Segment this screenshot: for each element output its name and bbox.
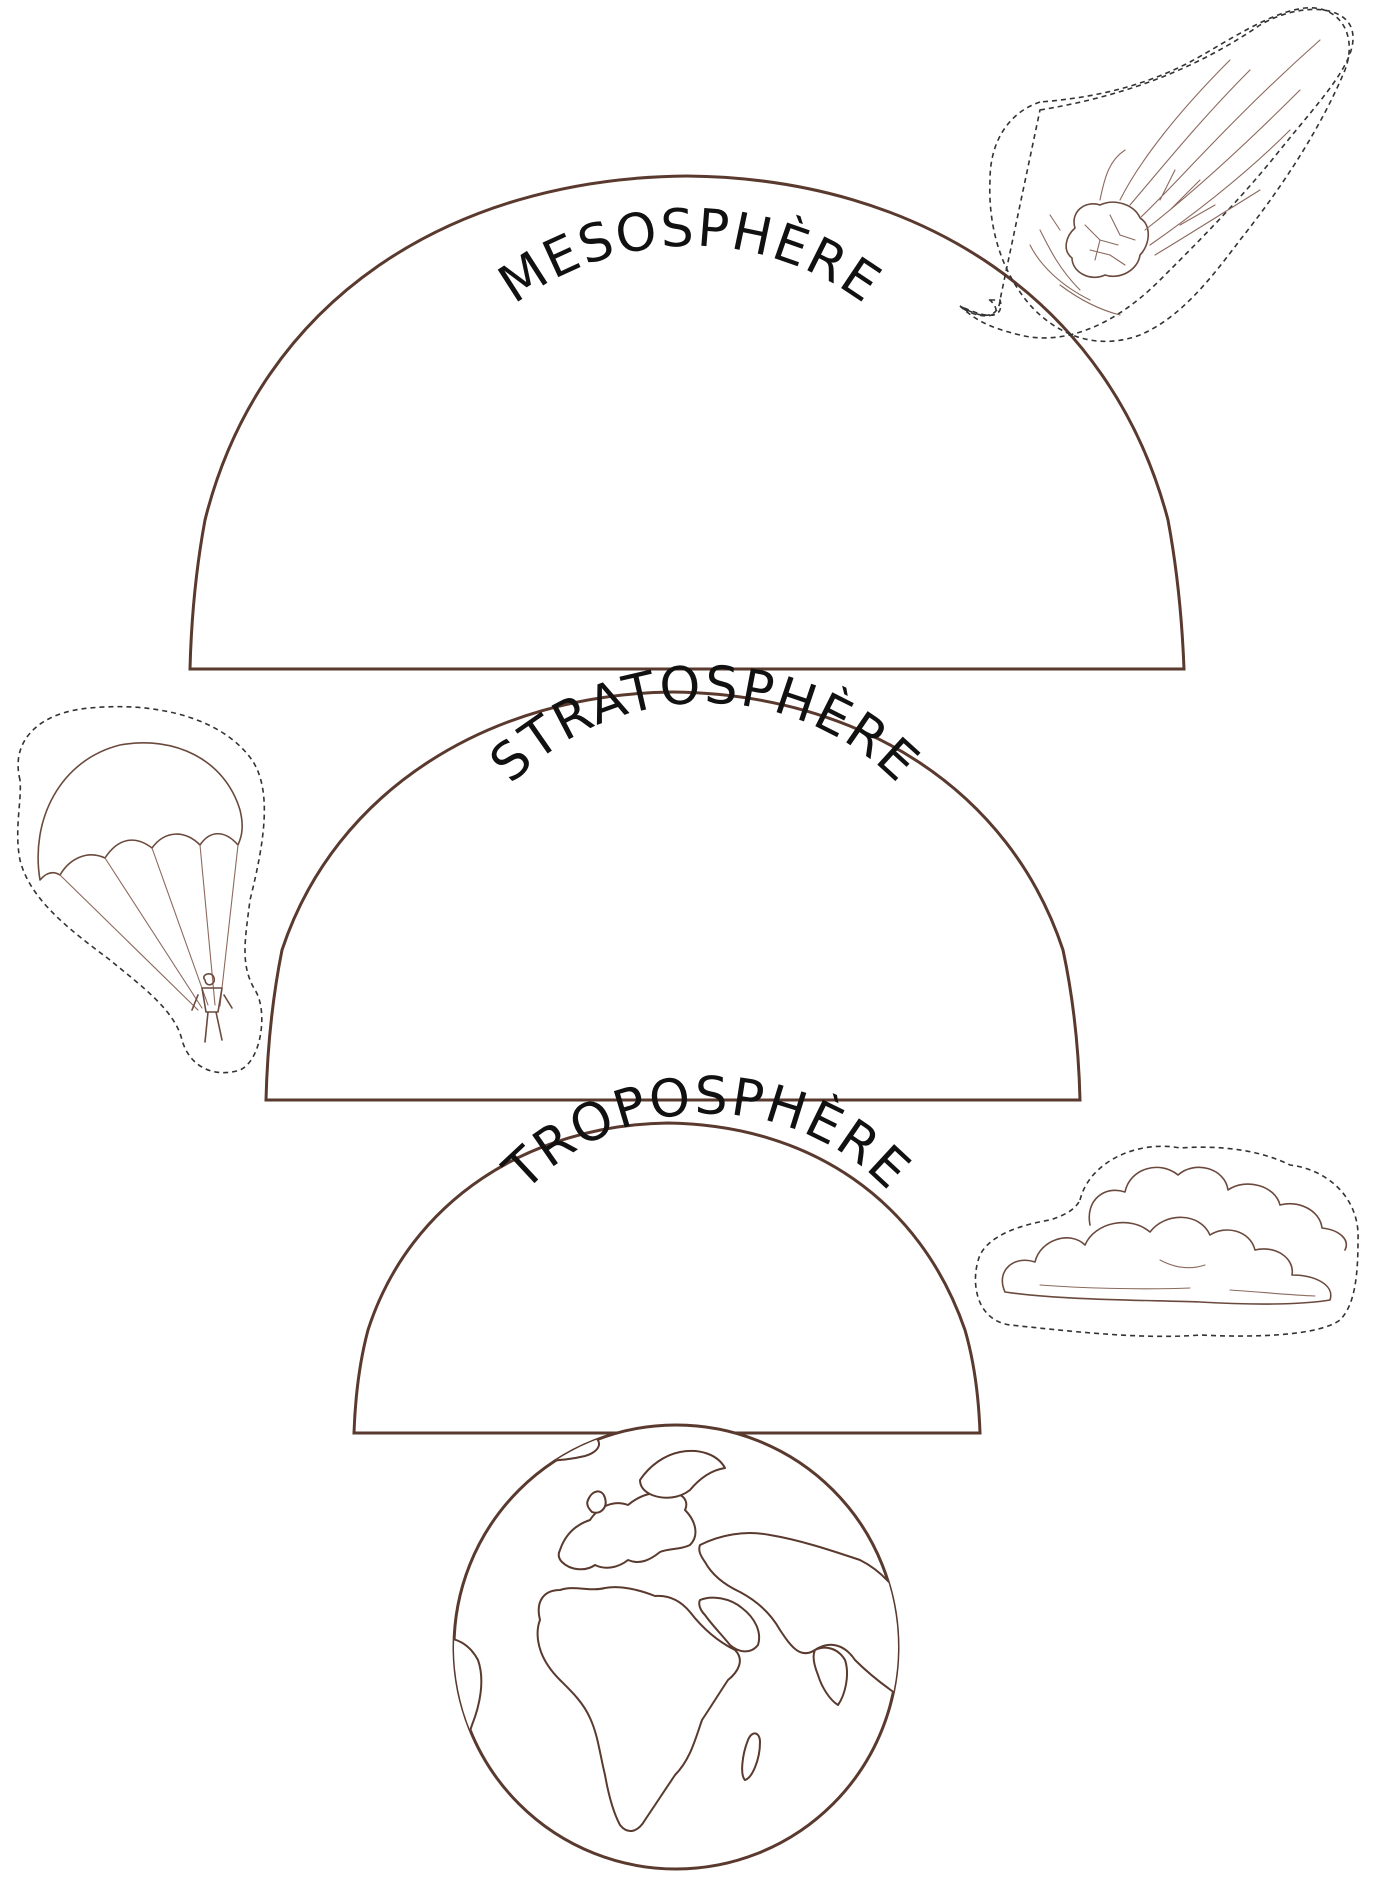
- meteor-rock: [1066, 202, 1148, 277]
- meteor-speed-lines: [1030, 215, 1120, 315]
- meteor-rock-detail: [1085, 215, 1135, 265]
- cloud-front: [1002, 1217, 1330, 1304]
- cloud-cutline: [975, 1146, 1358, 1336]
- cloud-shading: [1040, 1260, 1315, 1296]
- meteor-boundary: [990, 8, 1349, 342]
- continent-british-isles: [587, 1491, 605, 1512]
- meteor-icon: [960, 8, 1353, 342]
- parachute-canopy: [38, 743, 242, 880]
- cloud-back: [1089, 1167, 1346, 1250]
- troposphere-layer: TROPOSPHÈRE: [354, 1066, 980, 1433]
- cloud-icon: [975, 1146, 1358, 1336]
- stratosphere-layer: STRATOSPHÈRE: [266, 655, 1080, 1100]
- parachute-icon: [18, 707, 265, 1073]
- stratosphere-semicircle: [266, 692, 1080, 1100]
- meteor-trail: [1100, 40, 1320, 255]
- mesosphere-layer: MESOSPHÈRE: [190, 176, 1184, 669]
- continent-greenland: [497, 1431, 599, 1461]
- parachute-cutline: [18, 707, 265, 1073]
- earth-globe-icon: [440, 1425, 905, 1869]
- continent-south-america: [440, 1639, 481, 1800]
- parachute-jumper: [192, 974, 232, 1042]
